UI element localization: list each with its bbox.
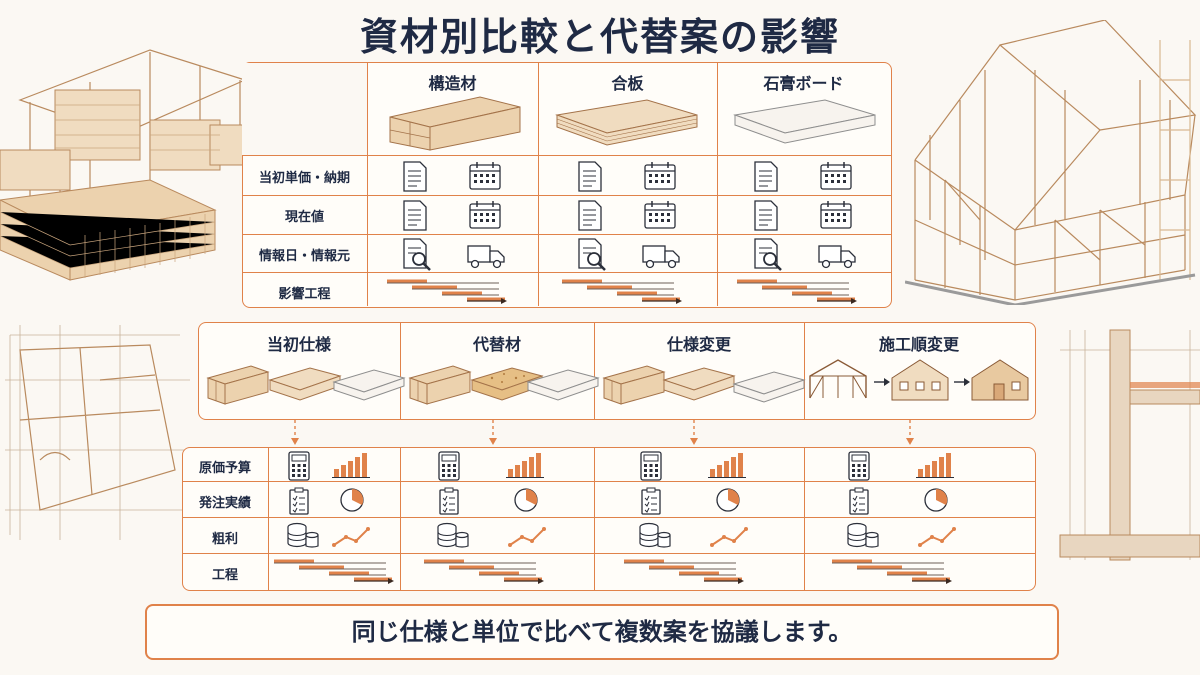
plywood-icon	[555, 99, 698, 146]
coins-icon	[639, 522, 671, 548]
checklist-icon	[439, 487, 459, 515]
option-header-sequence-change: 施工順変更	[878, 335, 959, 354]
trend-line-icon	[331, 526, 371, 548]
row-label-gross-profit: 粗利	[211, 532, 238, 547]
pie-chart-icon	[514, 488, 538, 512]
row-label-info-source: 情報日・情報元	[258, 249, 350, 264]
lumber-yard-illustration	[0, 49, 250, 281]
gantt-icon	[622, 559, 746, 586]
calendar-icon	[644, 161, 676, 190]
impact-icons-grid	[272, 451, 957, 586]
coins-icon	[287, 522, 319, 548]
calendar-icon	[469, 200, 501, 229]
lumber-icon	[389, 96, 521, 151]
page-title: 資材別比較と代替案の影響	[359, 15, 840, 59]
coins-icon	[847, 522, 879, 548]
gantt-icon	[830, 559, 954, 586]
truck-icon	[642, 245, 680, 269]
option-header-original: 当初仕様	[266, 335, 331, 354]
document-search-icon	[577, 237, 607, 272]
option-panel	[198, 322, 1036, 420]
material-icons-grid	[385, 161, 859, 306]
gantt-icon	[560, 279, 684, 306]
truck-icon	[818, 245, 856, 269]
calculator-icon	[848, 451, 870, 481]
row-label-affected-process: 影響工程	[278, 287, 331, 302]
document-icon	[578, 161, 602, 192]
material-header-gypsum: 石膏ボード	[763, 74, 844, 93]
option-header-substitute: 代替材	[472, 335, 521, 354]
row-label-initial-price: 当初単価・納期	[258, 171, 350, 186]
house-frame-illustration	[905, 20, 1197, 305]
document-icon	[754, 161, 778, 192]
trend-line-icon	[709, 526, 749, 548]
pie-chart-icon	[340, 488, 364, 512]
document-icon	[403, 200, 427, 231]
gantt-icon	[385, 279, 509, 306]
document-search-icon	[753, 237, 783, 272]
gypsum-board-icon	[733, 99, 876, 144]
calendar-icon	[469, 161, 501, 190]
gantt-icon	[735, 279, 859, 306]
row-label-cost-budget: 原価予算	[198, 461, 251, 476]
calculator-icon	[438, 451, 460, 481]
truck-icon	[467, 245, 505, 269]
option-illustrations	[207, 359, 1029, 405]
bar-chart-icon	[505, 452, 545, 478]
document-icon	[578, 200, 602, 231]
calculator-icon	[640, 451, 662, 481]
checklist-icon	[641, 487, 661, 515]
calendar-icon	[644, 200, 676, 229]
document-icon	[403, 161, 427, 192]
bar-chart-icon	[707, 452, 747, 478]
coins-icon	[437, 522, 469, 548]
calendar-icon	[820, 161, 852, 190]
document-search-icon	[402, 237, 432, 272]
option-header-spec-change: 仕様変更	[666, 335, 731, 354]
document-icon	[754, 200, 778, 231]
trend-line-icon	[507, 526, 547, 548]
gantt-icon	[422, 559, 546, 586]
pie-chart-icon	[924, 488, 948, 512]
row-label-order-record: 発注実績	[198, 496, 251, 511]
calendar-icon	[820, 200, 852, 229]
section-detail-illustration	[1059, 329, 1200, 561]
floor-plan-illustration	[5, 325, 190, 540]
option-connector-arrows	[291, 420, 914, 445]
material-header-plywood: 合板	[611, 74, 644, 93]
gantt-icon	[272, 559, 396, 586]
checklist-icon	[849, 487, 869, 515]
checklist-icon	[289, 487, 309, 515]
footer-message: 同じ仕様と単位で比べて複数案を協議します。	[145, 604, 1059, 660]
material-header-structural: 構造材	[428, 74, 477, 93]
trend-line-icon	[917, 526, 957, 548]
bar-chart-icon	[915, 452, 955, 478]
bar-chart-icon	[331, 452, 371, 478]
row-label-current-value: 現在値	[284, 210, 324, 225]
calculator-icon	[288, 451, 310, 481]
pie-chart-icon	[716, 488, 740, 512]
row-label-schedule: 工程	[211, 568, 238, 583]
